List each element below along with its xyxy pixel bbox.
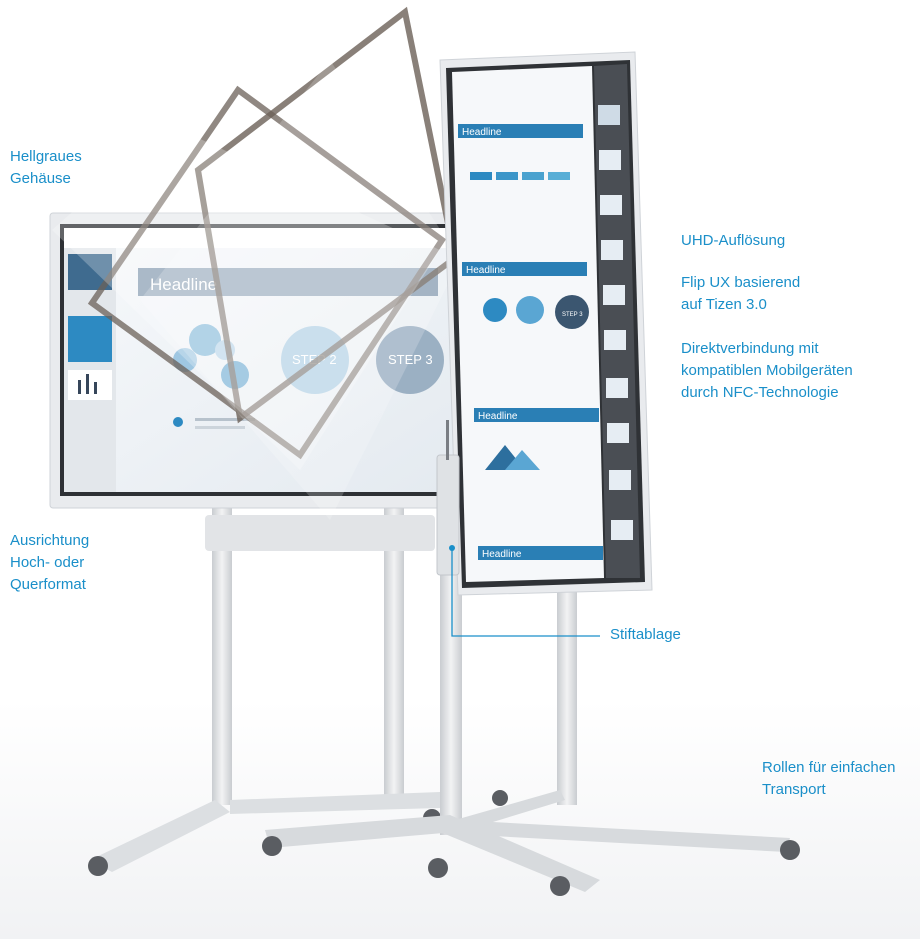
portrait-headline-3: Headline: [478, 411, 518, 422]
portrait-headline-4: Headline: [482, 549, 522, 560]
pen-tray-leader-line: [451, 548, 600, 637]
portrait-step-label: STEP 3: [562, 312, 583, 318]
pen-tray: [436, 420, 460, 576]
portrait-headline-1: Headline: [462, 127, 502, 138]
label-pen-tray: Stiftablage: [610, 626, 681, 643]
rear-stand: [88, 505, 441, 876]
landscape-headline: Headline: [150, 275, 217, 294]
portrait-display: Headline Headline STEP 3 Headline Headli…: [439, 51, 653, 596]
label-uhd-resolution: UHD-Auflösung: [681, 232, 786, 249]
rotation-ghost-frames: [52, 6, 460, 520]
landscape-step3: STEP 3: [388, 352, 433, 367]
front-stand: [262, 545, 800, 896]
landscape-display: Headline STEP 2 STEP 3: [49, 212, 471, 509]
portrait-headline-2: Headline: [466, 265, 506, 276]
